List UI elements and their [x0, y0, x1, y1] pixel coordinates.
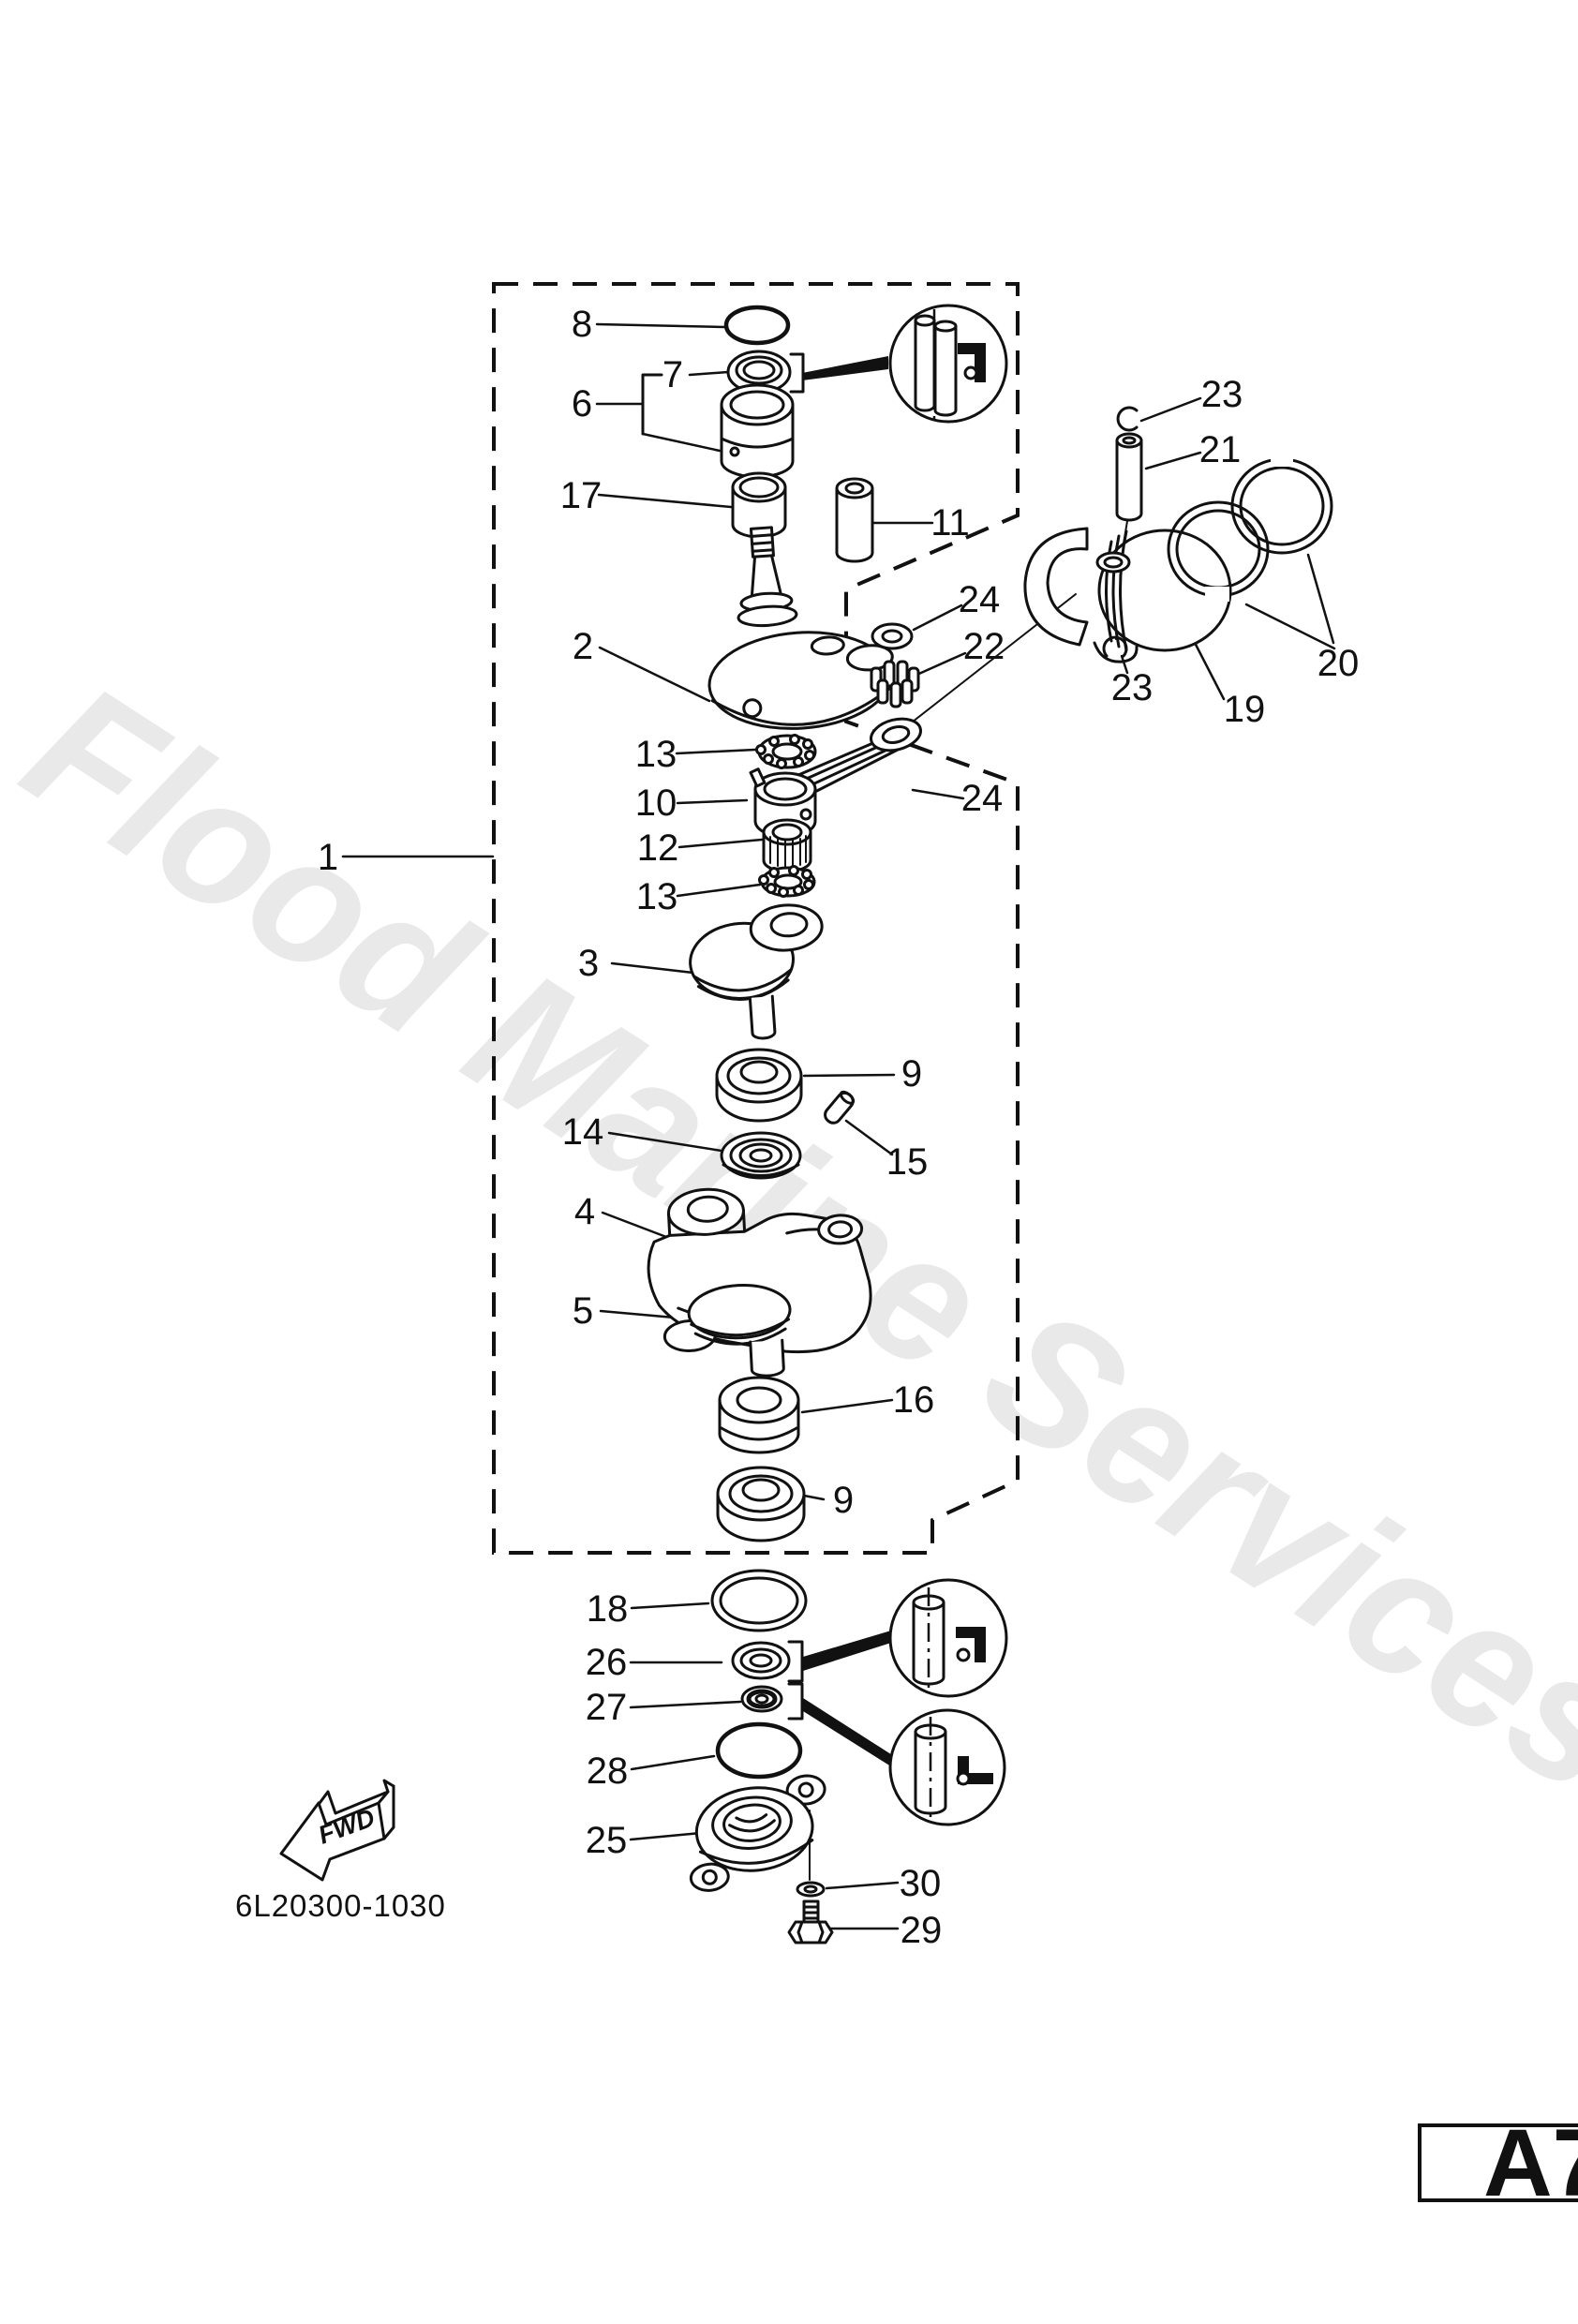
callout-13-12: 13	[636, 876, 678, 917]
callout-24-6: 24	[959, 579, 1001, 620]
callout-2-5: 2	[573, 626, 593, 667]
callout-29-33: 29	[901, 1910, 943, 1951]
part-4-crank-assembly	[647, 1187, 872, 1378]
callout-15-17: 15	[886, 1141, 929, 1183]
callout-18-27: 18	[587, 1588, 629, 1630]
detail-bubble-seal-2	[888, 1708, 1006, 1826]
part-23-clip-top	[1116, 406, 1139, 432]
part-3-center-web	[689, 903, 824, 1040]
part-13-cage-washer-lower	[758, 865, 816, 898]
part-7-small-bearing	[726, 350, 792, 395]
callout-4-18: 4	[574, 1191, 595, 1232]
part-27-oil-seal-small	[740, 1685, 783, 1713]
leader-lines	[341, 322, 1336, 1930]
part-21-piston-pin	[1115, 432, 1143, 522]
connecting-rod	[783, 717, 922, 801]
part-30-washer	[796, 1881, 826, 1898]
callout-24-8: 24	[961, 778, 1004, 819]
part-25-bearing-housing	[689, 1774, 826, 1892]
part-23-clip-bottom	[1102, 635, 1128, 658]
detail-bubble-pin-orientation	[888, 304, 1008, 424]
callout-9-21: 9	[833, 1480, 854, 1521]
sheet-label: A7	[1483, 2109, 1578, 2216]
sheet-label-box: A7	[1418, 2109, 1578, 2216]
part-8-oring	[723, 305, 791, 346]
part-26-oil-seal	[731, 1641, 791, 1680]
callout-7-1: 7	[662, 354, 683, 395]
callout-8-0: 8	[572, 304, 592, 345]
assembly-boundary-dashed	[492, 282, 1020, 1555]
fwd-arrow: FWD	[279, 1779, 395, 1882]
callout-26-28: 26	[586, 1642, 628, 1683]
wedge-to-seal-bubble-1	[803, 1631, 891, 1671]
callout-12-11: 12	[637, 827, 679, 869]
part-2-crankshaft-top	[707, 526, 894, 730]
callout-labels: 8761711224222413101213139141545169232120…	[318, 304, 1359, 1951]
part-16-collar	[718, 1376, 800, 1454]
part-22-needle-bearing	[870, 660, 920, 708]
bracket-part7	[789, 352, 805, 394]
callout-23-22: 23	[1201, 374, 1243, 415]
callout-20-24: 20	[1317, 643, 1360, 684]
part-11-dowel-pin	[835, 477, 874, 563]
callout-5-19: 5	[573, 1290, 593, 1332]
callout-21-23: 21	[1199, 429, 1242, 470]
part-9-ball-bearing-upper	[715, 1048, 803, 1123]
callout-13-9: 13	[635, 734, 677, 775]
callout-28-30: 28	[587, 1750, 629, 1792]
callout-10-10: 10	[635, 782, 677, 824]
callout-11-4: 11	[930, 502, 970, 544]
part-12-roller-bearing	[762, 818, 812, 873]
part-18-oring-large	[710, 1569, 808, 1632]
callout-6-2: 6	[572, 383, 592, 425]
callout-17-3: 17	[560, 475, 603, 516]
bracket-group-6-7	[641, 373, 663, 436]
part-28-gasket	[715, 1721, 803, 1780]
part-29-bolt	[787, 1899, 834, 1944]
callout-25-31: 25	[586, 1820, 628, 1861]
part-19-piston	[1023, 527, 1232, 663]
callout-16-20: 16	[893, 1379, 935, 1421]
bracket-part26	[787, 1640, 804, 1683]
part-15-pin	[824, 1090, 856, 1125]
callout-3-14: 3	[578, 943, 599, 984]
callout-14-16: 14	[562, 1111, 604, 1153]
part-6-piston-cup	[720, 383, 795, 479]
wedge-to-seal-bubble-2	[803, 1698, 894, 1768]
wedge-to-top-bubble	[802, 356, 888, 380]
callout-9-15: 9	[901, 1053, 922, 1095]
callout-19-25: 19	[1224, 689, 1266, 730]
callout-23-26: 23	[1111, 667, 1154, 708]
callout-27-29: 27	[586, 1687, 628, 1728]
part-code: 6L20300-1030	[235, 1888, 446, 1923]
part-24-washer-upper	[871, 622, 914, 650]
callout-1-13: 1	[318, 837, 338, 878]
callout-22-7: 22	[963, 626, 1005, 667]
detail-bubble-seal-1	[888, 1578, 1008, 1698]
part-13-cage-washer-upper	[755, 734, 817, 769]
part-20-piston-rings	[1167, 454, 1333, 602]
part-9-ball-bearing-lower	[716, 1466, 806, 1542]
bracket-part27	[787, 1682, 804, 1721]
part-14-seal	[720, 1131, 802, 1180]
callout-30-32: 30	[900, 1863, 942, 1904]
